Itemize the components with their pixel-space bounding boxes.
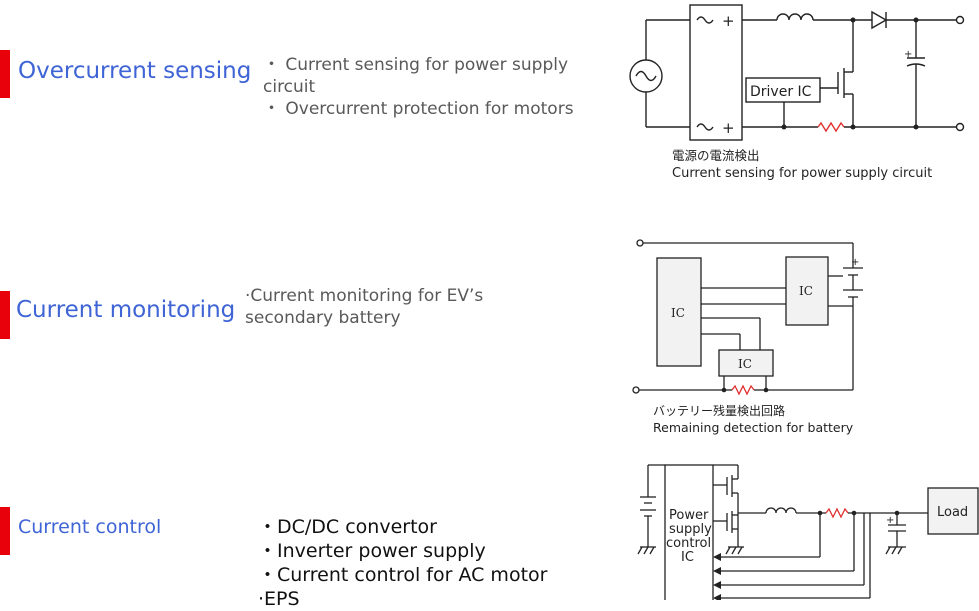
diode-icon <box>871 10 888 30</box>
section-marker-monitoring <box>0 291 10 339</box>
bullet-text: secondary battery <box>245 308 401 328</box>
rectifier-block <box>689 4 743 141</box>
bullet-text: circuit <box>263 77 316 97</box>
power-supply-current-sense-diagram: + + + Driver IC 電源の電流検出 Current sensing … <box>629 4 965 181</box>
inductor-icon <box>776 13 814 21</box>
bullet-text: ・DC/DC convertor <box>258 516 437 538</box>
bullet-text: ・Current control for AC motor <box>258 564 548 586</box>
driver-ic-block <box>745 77 821 103</box>
ic-label-sense: IC <box>738 357 752 371</box>
bullets-overcurrent: ・ Current sensing for power supply circu… <box>263 54 574 120</box>
diagram-caption-jp: 電源の電流検出 <box>672 148 760 163</box>
section-marker-overcurrent <box>0 50 10 98</box>
diagram-caption-en: Current sensing for power supply circuit <box>672 166 932 181</box>
control-ic-label-line: control <box>666 536 711 551</box>
inductor-icon <box>765 507 797 514</box>
resistor-icon <box>817 121 845 133</box>
svg-text:+: + <box>886 515 894 526</box>
ic-block-battery <box>785 256 829 326</box>
load-block <box>927 487 979 535</box>
driver-ic-label: Driver IC <box>750 84 812 100</box>
load-label: Load <box>937 505 968 520</box>
svg-text:+: + <box>851 257 859 268</box>
battery-remaining-detection-diagram: + IC IC IC バッテリー残量検出回路 Remaining detecti… <box>632 239 863 435</box>
svg-text:+: + <box>722 12 735 30</box>
bullet-text: ・Inverter power supply <box>258 540 486 562</box>
control-ic-label-line: IC <box>681 550 694 565</box>
ic-block-main <box>656 257 702 367</box>
resistor-icon <box>731 384 755 396</box>
heading-current-monitoring: Current monitoring <box>16 297 236 323</box>
control-ic-label-line: supply <box>669 522 712 537</box>
section-marker-control <box>0 507 10 555</box>
svg-text:+: + <box>904 49 912 60</box>
bullet-text: ·EPS <box>258 588 300 610</box>
power-supply-control-ic-block <box>664 464 714 600</box>
bullet-text: ・ Overcurrent protection for motors <box>263 99 574 119</box>
diagram-caption-jp: バッテリー残量検出回路 <box>653 403 785 418</box>
bullet-text: ・ Current sensing for power supply <box>263 55 569 75</box>
diagram-caption-en: Remaining detection for battery <box>653 420 854 435</box>
control-ic-label-line: Power <box>669 508 709 523</box>
ic-block-sense <box>718 349 774 377</box>
bullet-text: ·Current monitoring for EV’s <box>245 286 484 306</box>
current-control-diagram: + Power supply control IC Load <box>637 464 979 600</box>
ic-label-main: IC <box>671 306 685 320</box>
svg-text:+: + <box>722 119 735 137</box>
heading-overcurrent-sensing: Overcurrent sensing <box>18 58 252 84</box>
bullets-control: ・DC/DC convertor ・Inverter power supply … <box>258 515 547 611</box>
ac-source-icon <box>629 59 663 93</box>
heading-current-control: Current control <box>18 516 162 538</box>
resistor-icon <box>825 507 849 519</box>
bullets-monitoring: ·Current monitoring for EV’s secondary b… <box>245 285 483 329</box>
ic-label-battery: IC <box>799 284 813 298</box>
